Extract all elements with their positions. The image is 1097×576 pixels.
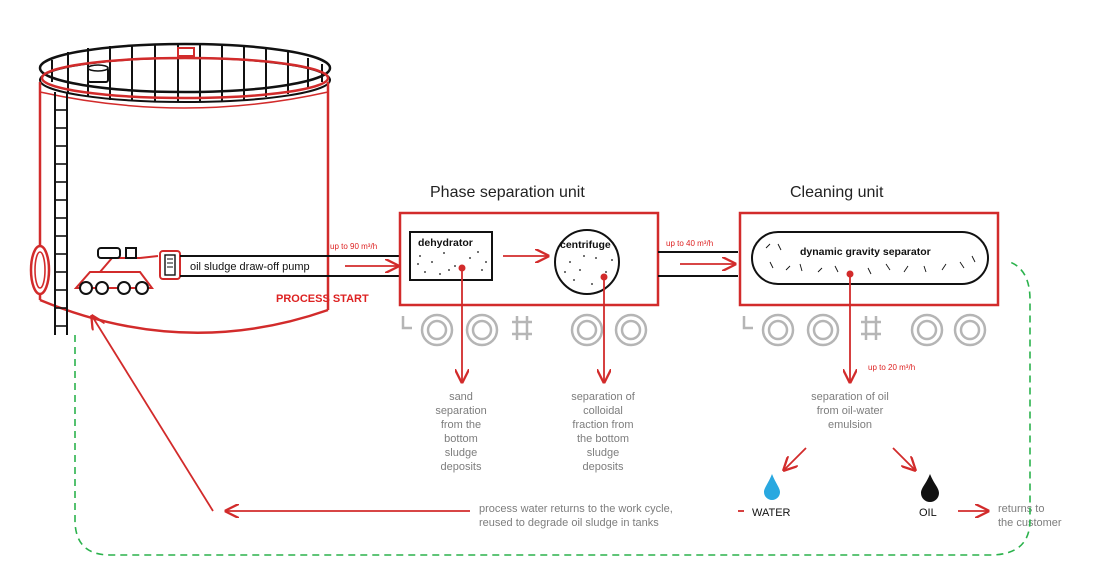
sand-output-label: sand separation from the bottom sludge d… <box>435 391 486 473</box>
phase-unit-title: Phase separation unit <box>430 184 585 201</box>
svg-text:process water returns to the w: process water returns to the work cycle, <box>479 503 673 515</box>
svg-text:deposits: deposits <box>441 461 482 473</box>
water-label: WATER <box>752 507 791 519</box>
rate-out-label: up to 20 m³/h <box>868 363 915 372</box>
oil-label: OIL <box>919 507 937 519</box>
wheel-icon <box>401 313 987 347</box>
pump-label: oil sludge draw-off pump <box>190 261 310 273</box>
svg-text:separation of oil: separation of oil <box>811 391 889 403</box>
svg-text:bottom: bottom <box>444 433 478 445</box>
rate-in-label: up to 90 m³/h <box>330 242 377 251</box>
tank-icon <box>29 42 332 335</box>
svg-text:sludge: sludge <box>445 447 477 459</box>
water-drop-icon <box>764 474 780 500</box>
dehydrator-box <box>409 231 493 281</box>
process-start-label: PROCESS START <box>276 293 369 305</box>
svg-text:separation of: separation of <box>571 391 636 403</box>
cleaning-unit-title: Cleaning unit <box>790 184 884 201</box>
svg-text:reused to degrade oil sludge i: reused to degrade oil sludge in tanks <box>479 517 659 529</box>
dehydrator-label: dehydrator <box>418 237 473 249</box>
rate-mid-label: up to 40 m³/h <box>666 239 713 248</box>
svg-text:sludge: sludge <box>587 447 619 459</box>
svg-text:returns to: returns to <box>998 503 1044 515</box>
svg-text:fraction from: fraction from <box>572 419 633 431</box>
oil-separation-label: separation of oil from oil-water emulsio… <box>811 391 889 431</box>
separator-vessel <box>751 231 989 285</box>
colloidal-output-label: separation of colloidal fraction from th… <box>571 391 636 473</box>
svg-text:separation: separation <box>435 405 486 417</box>
robot-icon <box>73 247 159 295</box>
svg-text:from the: from the <box>441 419 481 431</box>
separator-label: dynamic gravity separator <box>800 246 931 258</box>
svg-text:deposits: deposits <box>583 461 624 473</box>
svg-text:sand: sand <box>449 391 473 403</box>
svg-text:colloidal: colloidal <box>583 405 623 417</box>
centrifuge-label: centrifuge <box>560 239 611 251</box>
svg-text:emulsion: emulsion <box>828 419 872 431</box>
pump-icon <box>159 250 181 280</box>
process-water-label: process water returns to the work cycle,… <box>479 503 673 529</box>
oil-drop-icon <box>921 474 939 502</box>
svg-text:from oil-water: from oil-water <box>817 405 884 417</box>
svg-text:the bottom: the bottom <box>577 433 629 445</box>
